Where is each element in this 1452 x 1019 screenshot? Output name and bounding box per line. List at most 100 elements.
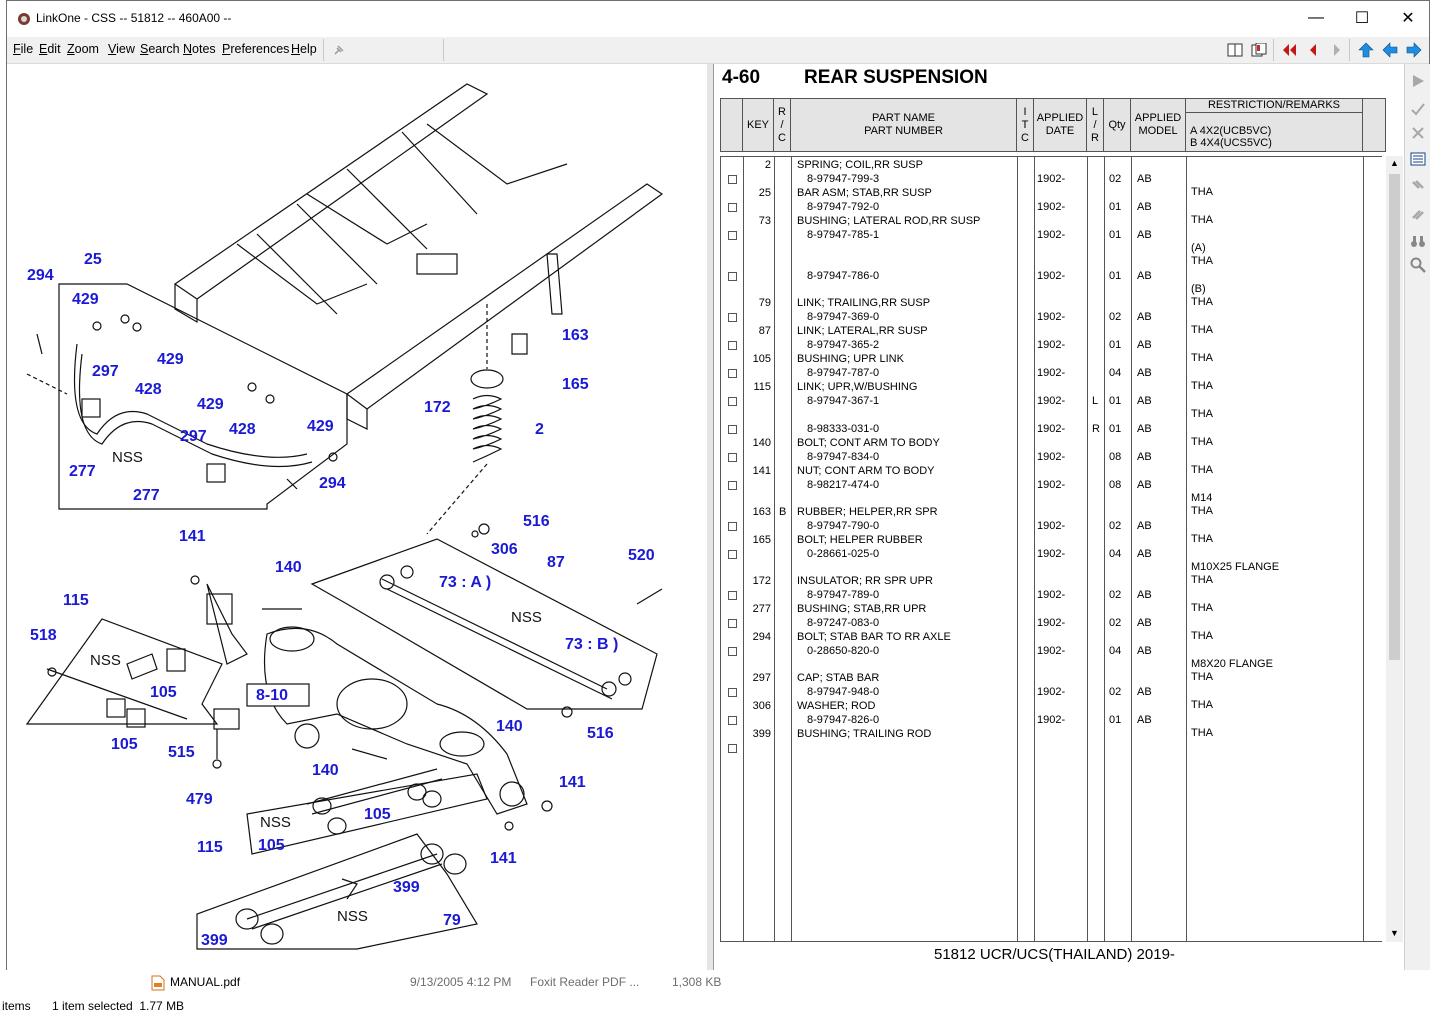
- row-checkbox[interactable]: [728, 522, 737, 531]
- list-icon[interactable]: [1409, 150, 1427, 168]
- row-checkbox[interactable]: [728, 341, 737, 350]
- row-part-name: BUSHING; STAB,RR UPR: [797, 603, 927, 615]
- row-remark: THA: [1191, 186, 1213, 198]
- check-icon[interactable]: [1409, 100, 1427, 118]
- catalog-footer: 51812 UCR/UCS(THAILAND) 2019-: [934, 946, 1175, 963]
- row-qty: 01: [1109, 423, 1122, 435]
- cross-icon[interactable]: [1409, 124, 1427, 142]
- restriction-a: A 4X2(UCB5VC): [1190, 125, 1272, 137]
- row-checkbox[interactable]: [728, 591, 737, 600]
- col-restriction: RESTRICTION/REMARKS A 4X2(UCB5VC) B 4X4(…: [1186, 99, 1363, 151]
- row-checkbox[interactable]: [728, 175, 737, 184]
- menu-view[interactable]: View: [108, 42, 135, 56]
- next-page-icon[interactable]: [1327, 41, 1347, 59]
- file-name[interactable]: MANUAL.pdf: [170, 975, 241, 989]
- bookmarks-icon[interactable]: [1249, 41, 1269, 59]
- row-checkbox[interactable]: [728, 716, 737, 725]
- link-icon[interactable]: [1409, 178, 1427, 196]
- menu-edit[interactable]: Edit: [39, 42, 61, 56]
- row-key: 105: [752, 353, 771, 365]
- callout-428: 428: [229, 421, 256, 438]
- scroll-up-icon[interactable]: ▲: [1390, 158, 1399, 168]
- row-checkbox[interactable]: [728, 481, 737, 490]
- minimize-button[interactable]: —: [1308, 9, 1324, 26]
- row-checkbox[interactable]: [728, 619, 737, 628]
- up-arrow-icon[interactable]: [1356, 41, 1376, 59]
- menu-file[interactable]: File: [13, 42, 34, 56]
- row-applied-model: AB: [1137, 548, 1152, 560]
- previous-page-icon[interactable]: [1303, 41, 1323, 59]
- col-part-number-label: PART NUMBER: [864, 125, 943, 137]
- row-qty: 02: [1109, 173, 1122, 185]
- book-icon[interactable]: [1225, 41, 1245, 59]
- row-checkbox[interactable]: [728, 688, 737, 697]
- unlink-icon[interactable]: [1409, 204, 1427, 222]
- row-applied-model: AB: [1137, 201, 1152, 213]
- nss-label: NSS: [112, 449, 143, 466]
- row-checkbox[interactable]: [728, 550, 737, 559]
- scroll-thumb[interactable]: [1389, 174, 1400, 660]
- row-checkbox[interactable]: [728, 313, 737, 322]
- close-button[interactable]: ✕: [1401, 10, 1415, 27]
- rear-suspension-diagram[interactable]: 294 25 429 429 428 297 429 428 429 277 2…: [7, 64, 707, 970]
- callout-306: 306: [491, 541, 518, 558]
- menu-search[interactable]: Search: [140, 42, 180, 56]
- row-qty: 01: [1109, 270, 1122, 282]
- maximize-button[interactable]: ☐: [1354, 10, 1370, 27]
- parts-scrollbar[interactable]: ▲ ▼: [1386, 156, 1403, 942]
- callout-294: 294: [27, 267, 54, 284]
- row-part-name: BUSHING; TRAILING ROD: [797, 728, 932, 740]
- row-part-name: SPRING; COIL,RR SUSP: [797, 159, 923, 171]
- row-part-number: 8-98333-031-0: [807, 423, 880, 435]
- row-checkbox[interactable]: [728, 397, 737, 406]
- row-checkbox[interactable]: [728, 744, 737, 753]
- menu-help[interactable]: Help: [291, 42, 317, 56]
- row-qty: 04: [1109, 645, 1122, 657]
- col-part-name: PART NAME PART NUMBER: [791, 99, 1017, 151]
- row-part-number: 8-97947-799-3: [807, 173, 880, 185]
- row-checkbox[interactable]: [728, 231, 737, 240]
- back-arrow-icon[interactable]: [1380, 41, 1400, 59]
- explorer-file-row[interactable]: MANUAL.pdf 9/13/2005 4:12 PM Foxit Reade…: [0, 971, 1452, 995]
- forward-arrow-icon[interactable]: [1404, 41, 1424, 59]
- first-page-icon[interactable]: [1279, 41, 1299, 59]
- menu-notes[interactable]: Notes: [183, 42, 216, 56]
- row-checkbox[interactable]: [728, 272, 737, 281]
- scroll-down-icon[interactable]: ▼: [1390, 928, 1399, 938]
- file-date: 9/13/2005 4:12 PM: [410, 975, 512, 989]
- binoculars-icon[interactable]: [1409, 232, 1427, 250]
- menu-zoom[interactable]: Zoom: [67, 42, 99, 56]
- menu-preferences[interactable]: Preferences: [222, 42, 290, 56]
- callout-8-10: 8-10: [256, 687, 288, 704]
- row-part-number: 8-97947-834-0: [807, 451, 880, 463]
- play-icon[interactable]: [1409, 72, 1427, 90]
- row-checkbox[interactable]: [728, 453, 737, 462]
- diagram-pane[interactable]: 294 25 429 429 428 297 429 428 429 277 2…: [7, 64, 708, 970]
- row-checkbox[interactable]: [728, 425, 737, 434]
- row-checkbox[interactable]: [728, 369, 737, 378]
- pane-splitter[interactable]: [707, 64, 714, 970]
- magnifier-icon[interactable]: [1409, 256, 1427, 274]
- row-checkbox[interactable]: [728, 647, 737, 656]
- row-checkbox[interactable]: [728, 203, 737, 212]
- pin-icon[interactable]: [329, 41, 349, 59]
